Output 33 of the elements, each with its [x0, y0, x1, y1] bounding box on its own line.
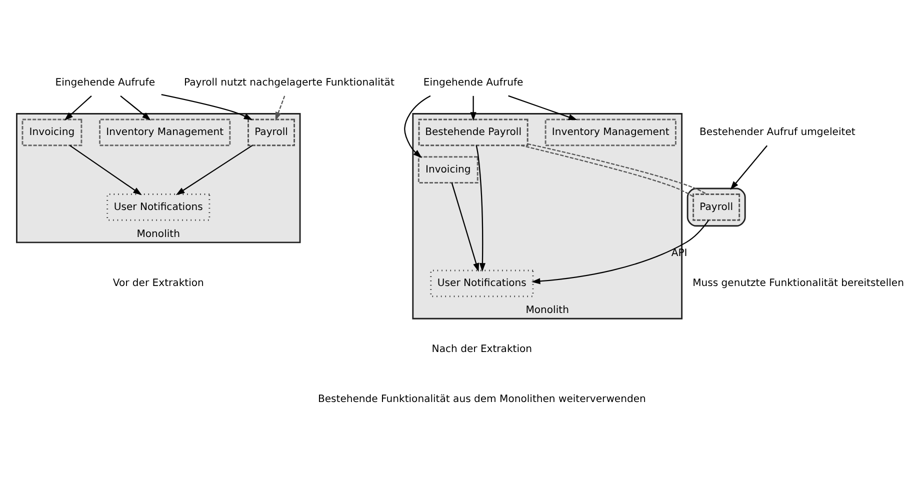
node-box: Invoicing — [418, 156, 478, 184]
arrow — [531, 220, 710, 284]
label: Muss genutzte Funktionalität bereitstellen — [692, 278, 904, 290]
node-text: Payroll nutzt nachgelagerte Funktionalität — [184, 77, 394, 88]
label: Vor der Extraktion — [112, 278, 204, 290]
arrow — [120, 96, 151, 120]
node-text: Bestehender Aufruf umgeleitet — [700, 127, 856, 138]
node-box: Inventory Management — [544, 118, 676, 146]
arrow — [176, 144, 253, 196]
arrow — [275, 96, 286, 121]
arrow — [451, 182, 480, 272]
node-box: Invoicing — [22, 118, 82, 146]
arrow — [730, 145, 768, 190]
arrow — [476, 145, 486, 272]
arrow — [161, 94, 253, 120]
node-text: Eingehende Aufrufe — [423, 77, 524, 88]
cluster — [686, 188, 746, 227]
node-box: Bestehende Payroll — [418, 118, 528, 146]
node-box: Payroll — [692, 194, 740, 221]
label: Nach der Extraktion — [432, 344, 532, 356]
arrow — [64, 96, 92, 121]
node-box: Inventory Management — [99, 118, 231, 146]
arrow — [69, 144, 142, 196]
connector — [528, 143, 708, 195]
node-box: User Notifications — [430, 270, 534, 298]
label: Bestehende Funktionalität aus dem Monolithen weiterverwenden — [318, 394, 646, 405]
arrow — [508, 95, 578, 120]
arrow — [404, 95, 431, 158]
node-box: User Notifications — [106, 194, 210, 221]
node-box: Payroll — [248, 118, 295, 146]
connector — [520, 144, 694, 197]
node-text: Eingehende Aufrufe — [55, 77, 156, 88]
arrow — [470, 96, 476, 121]
